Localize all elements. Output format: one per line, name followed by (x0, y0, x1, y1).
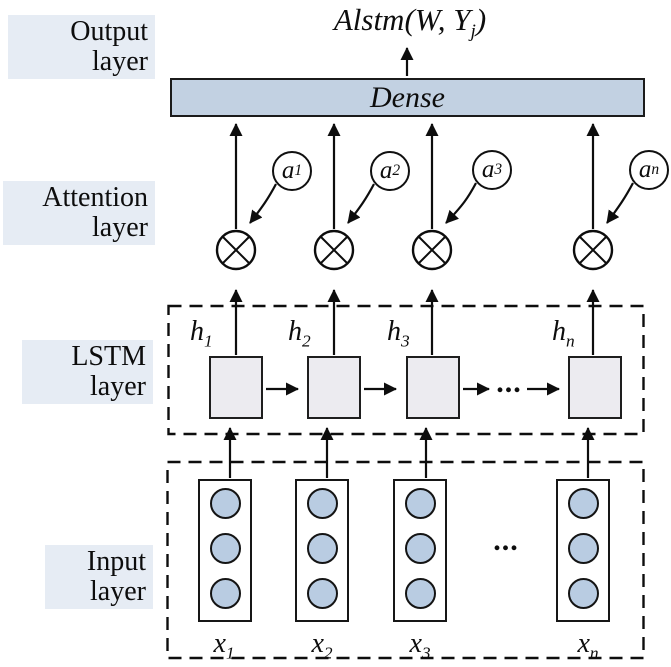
hn-base: h (552, 316, 566, 347)
attention-layer-label-line2: layer (92, 212, 148, 243)
elementwise-multiply-icon (215, 229, 257, 271)
neuron-circle (567, 533, 599, 564)
neuron-circle (404, 533, 436, 564)
lstm-layer-label: LSTM layer (22, 340, 153, 404)
dense-layer-box: Dense (170, 78, 645, 117)
output-layer-label-line1: Output (70, 16, 148, 47)
x3-sub: 3 (421, 643, 431, 663)
output-formula: Alstm(W, Yj) (270, 0, 550, 42)
neuron-circle (306, 488, 338, 519)
lstm-unit-1 (209, 356, 263, 419)
input-layer-label-line1: Input (86, 546, 146, 577)
a1-to-multiply-arrow (249, 183, 277, 224)
lstm-unit-2 (307, 356, 361, 419)
lstm-unit-3 (406, 356, 460, 419)
lstm-layer-label-line2: layer (90, 371, 146, 402)
a2-to-multiply-arrow (347, 183, 375, 224)
xn-sub: n (589, 643, 599, 663)
input-column-x3 (393, 479, 447, 622)
lstm-unit-n (568, 356, 622, 419)
x3-label: x3 (392, 628, 448, 663)
hn-sub: n (566, 331, 575, 351)
attention-layer-label-line1: Attention (42, 182, 148, 213)
attention-layer-label: Attention layer (3, 181, 155, 245)
neuron-circle (567, 488, 599, 519)
elementwise-multiply-icon (313, 229, 355, 271)
h3-base: h (387, 316, 401, 347)
x1-sub: 1 (225, 643, 235, 663)
h3-label: h3 (387, 316, 427, 351)
x1-base: x (213, 628, 226, 659)
neuron-circle (404, 488, 436, 519)
an-label: a (638, 156, 652, 183)
neuron-circle (567, 578, 599, 609)
input-column-xn (556, 479, 610, 622)
neuron-circle (209, 533, 241, 564)
a3-label: a (481, 156, 495, 183)
a2-label: a (379, 157, 393, 184)
input-column-x1 (198, 479, 252, 622)
h1-base: h (190, 316, 204, 347)
h3-sub: 3 (401, 331, 410, 351)
h1-label: h1 (190, 316, 230, 351)
x3-base: x (409, 628, 422, 659)
lstm-layer-label-line1: LSTM (71, 341, 146, 372)
h1-sub: 1 (204, 331, 213, 351)
input-ellipsis: ... (493, 524, 519, 557)
lstm-layer-boundary (167, 304, 645, 436)
dense-layer-label: Dense (370, 80, 445, 114)
input-layer-boundary (166, 460, 645, 660)
output-formula-subscript: j (470, 21, 476, 43)
a1-label: a (281, 157, 295, 184)
output-formula-suffix: ) (475, 2, 487, 37)
x2-sub: 2 (323, 643, 333, 663)
xn-base: x (577, 628, 590, 659)
x2-base: x (311, 628, 324, 659)
input-layer-label: Input layer (45, 545, 153, 609)
h2-base: h (288, 316, 302, 347)
neuron-circle (306, 533, 338, 564)
lstm-ellipsis: ... (496, 366, 522, 399)
neuron-circle (209, 488, 241, 519)
an-to-multiply-arrow (606, 182, 634, 224)
neuron-circle (209, 578, 241, 609)
output-layer-label-line2: layer (92, 46, 148, 77)
input-column-x2 (295, 479, 349, 622)
a3-to-multiply-arrow (445, 182, 477, 224)
output-layer-label: Output layer (8, 15, 155, 79)
elementwise-multiply-icon (572, 229, 614, 271)
x1-label: x1 (196, 628, 252, 663)
input-layer-label-line2: layer (90, 576, 146, 607)
output-formula-prefix: Alstm(W, Y (333, 2, 471, 37)
h2-sub: 2 (302, 331, 311, 351)
hn-label: hn (552, 316, 592, 351)
xn-label: xn (560, 628, 616, 663)
x2-label: x2 (294, 628, 350, 663)
neuron-circle (306, 578, 338, 609)
neuron-circle (404, 578, 436, 609)
h2-label: h2 (288, 316, 328, 351)
elementwise-multiply-icon (411, 229, 453, 271)
